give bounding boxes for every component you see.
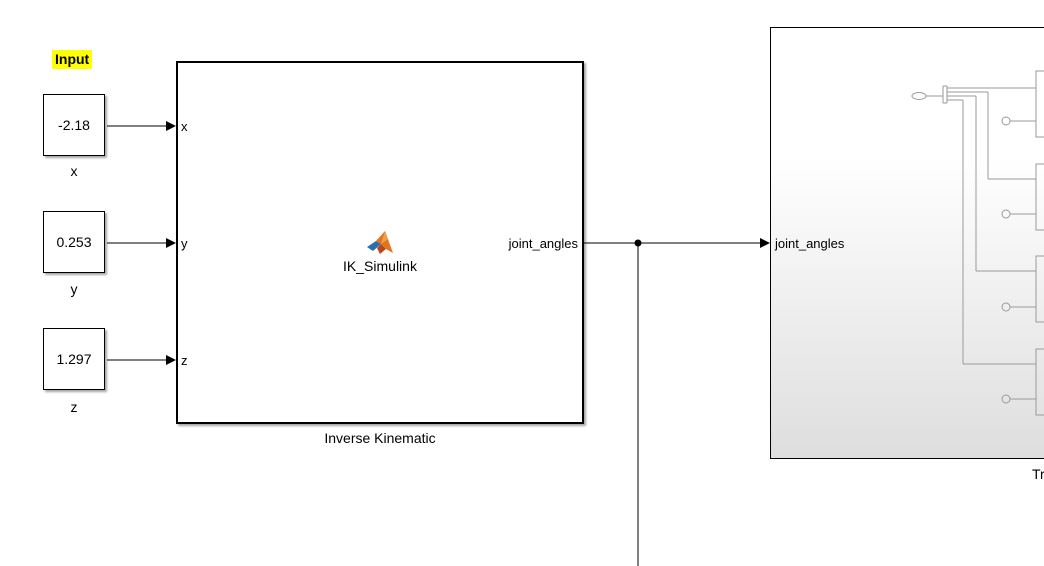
- ik-input-port-z: z: [181, 353, 188, 368]
- matlab-logo-icon: [367, 231, 393, 254]
- constant-block-y[interactable]: 0.253: [43, 211, 105, 273]
- robot-model-block[interactable]: [770, 27, 1044, 459]
- constant-block-z[interactable]: 1.297: [43, 328, 105, 390]
- robot-input-port-joint-angles: joint_angles: [775, 236, 845, 251]
- ik-block-label: Inverse Kinematic: [324, 430, 436, 446]
- robot-subsystem-preview: [911, 70, 1044, 416]
- constant-block-x[interactable]: -2.18: [43, 94, 105, 156]
- robot-block-label: Tr: [1032, 466, 1044, 482]
- branch-point: [634, 239, 642, 247]
- constant-value-y: 0.253: [56, 234, 92, 250]
- constant-value-z: 1.297: [56, 351, 92, 367]
- ik-input-port-y: y: [181, 236, 188, 251]
- ik-input-port-x: x: [181, 119, 188, 134]
- ik-function-name: IK_Simulink: [343, 258, 417, 274]
- constant-value-x: -2.18: [58, 117, 90, 133]
- constant-label-z: z: [70, 399, 78, 415]
- constant-label-x: x: [70, 163, 78, 179]
- constant-label-y: y: [70, 281, 78, 297]
- input-annotation[interactable]: Input: [52, 50, 93, 69]
- ik-output-port-joint-angles: joint_angles: [508, 236, 578, 251]
